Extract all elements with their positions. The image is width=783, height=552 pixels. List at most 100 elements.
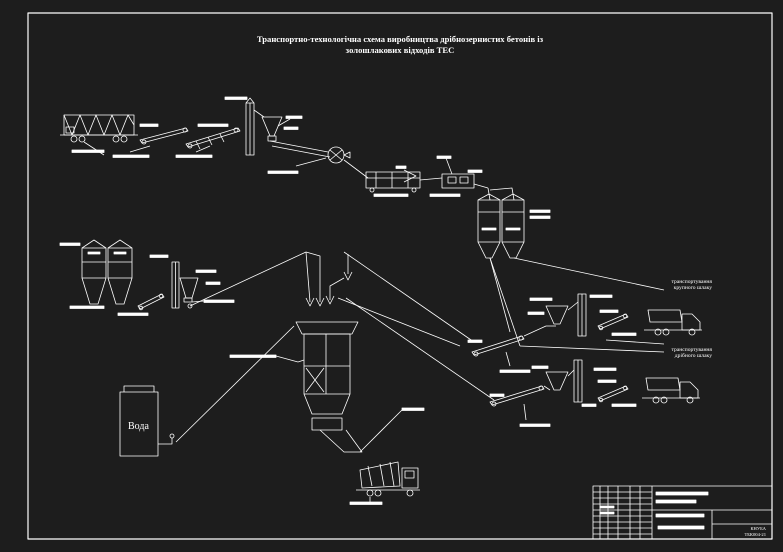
dosing-valve bbox=[187, 303, 193, 309]
conveyor-coarse bbox=[489, 385, 545, 407]
leader-crusher bbox=[295, 157, 327, 167]
line-mixer-feed-4 bbox=[329, 277, 345, 300]
magnetic-separator bbox=[419, 173, 489, 189]
label-conveyor-left bbox=[117, 312, 149, 316]
label-mixer bbox=[229, 354, 277, 358]
label-dosing-left bbox=[203, 299, 235, 303]
line-silo-to-fine-conveyor bbox=[489, 257, 511, 333]
line-to-fine-truck bbox=[519, 345, 665, 353]
line-silo-to-lower bbox=[489, 257, 521, 347]
label-water: Вода bbox=[128, 421, 149, 432]
dump-truck-coarse bbox=[644, 309, 702, 336]
mixer-truck bbox=[356, 461, 420, 497]
cement-silos bbox=[81, 239, 133, 305]
label-elevator-3b bbox=[589, 294, 613, 298]
conveyor-fine bbox=[471, 335, 525, 357]
belt-to-crusher bbox=[269, 140, 329, 153]
line-mixer-feed-1 bbox=[305, 251, 311, 303]
inclined-conveyor-1 bbox=[139, 127, 189, 145]
concrete-mixer bbox=[295, 321, 363, 453]
hopper-2 bbox=[179, 277, 199, 303]
line-water-to-mixer bbox=[175, 325, 295, 443]
label-hopper-1b bbox=[283, 126, 299, 130]
label-elevator-4 bbox=[593, 367, 617, 371]
bucket-elevator-3 bbox=[577, 293, 587, 337]
leader-discharge bbox=[359, 409, 403, 453]
leaders-conveyors bbox=[129, 145, 211, 153]
label-coarse-slag-transport: транспортування крупного шлаку bbox=[671, 279, 712, 291]
silo-tag-2 bbox=[505, 227, 521, 231]
label-hopper-4 bbox=[531, 365, 549, 369]
label-separator-3 bbox=[429, 193, 461, 197]
label-conveyor-coarse bbox=[489, 393, 505, 397]
label-conveyor-fine bbox=[467, 339, 483, 343]
label-hopper-2 bbox=[195, 269, 217, 273]
crusher bbox=[327, 146, 351, 164]
label-conveyor-coarse-2 bbox=[519, 423, 551, 427]
slag-silos bbox=[477, 193, 525, 259]
title-block bbox=[592, 485, 773, 540]
small-conveyor-coarse bbox=[597, 385, 629, 403]
cement-tag-2 bbox=[113, 251, 127, 255]
arrow-feed-4 bbox=[325, 295, 335, 305]
label-screen-top bbox=[395, 165, 407, 169]
line-mixer-to-coarse-slag bbox=[345, 297, 495, 401]
stamp-organization: КНУБА bbox=[750, 526, 766, 531]
small-conveyor-left bbox=[137, 293, 165, 311]
leader-mixer bbox=[297, 359, 305, 363]
line-mixer-feed-2 bbox=[305, 251, 321, 302]
label-elevator-4b bbox=[581, 403, 597, 407]
small-conveyor-fine bbox=[597, 313, 629, 331]
line-mixer-to-fine-slag bbox=[337, 297, 461, 347]
leader-hopper-1 bbox=[277, 118, 291, 127]
label-conveyor-4 bbox=[197, 123, 229, 127]
label-conveyor-fine-2 bbox=[499, 369, 531, 373]
label-small-conveyor-fine-2 bbox=[611, 332, 637, 336]
label-fine-slag-transport: транспортування дрібного шлаку bbox=[671, 347, 712, 359]
label-conveyor-1 bbox=[139, 123, 159, 127]
sheet-frame bbox=[27, 12, 773, 540]
leader-wagon bbox=[83, 141, 105, 156]
hopper-3 bbox=[545, 301, 579, 325]
label-cement-silos-bottom bbox=[69, 305, 105, 309]
label-separator bbox=[436, 155, 452, 159]
feed-to-screen bbox=[343, 159, 369, 179]
drawing-title-line1: Транспортно-технологічна схема виробницт… bbox=[256, 34, 544, 44]
line-silo-to-coarse-truck bbox=[513, 257, 665, 291]
railway-hopper-wagon bbox=[60, 114, 138, 143]
label-silos bbox=[529, 209, 551, 213]
bucket-elevator-1 bbox=[245, 97, 255, 156]
stamp-code: ТБК004-21 bbox=[744, 532, 766, 537]
bucket-elevator-4 bbox=[573, 359, 583, 403]
leader-mixer-2 bbox=[275, 355, 299, 363]
line-to-fine-label bbox=[605, 339, 665, 345]
feed-to-silos bbox=[487, 187, 491, 201]
label-elevator-3 bbox=[529, 297, 553, 301]
inclined-conveyor-2 bbox=[185, 127, 241, 150]
leader-conveyor-coarse bbox=[523, 403, 527, 421]
link-hopper-3 bbox=[523, 325, 556, 337]
leader-conveyor-fine bbox=[505, 351, 511, 367]
feed-to-silos-2 bbox=[489, 187, 515, 201]
leader-dosing-left bbox=[191, 300, 205, 303]
hopper-1 bbox=[253, 109, 283, 142]
label-screen bbox=[373, 193, 409, 197]
hopper-4 bbox=[545, 369, 575, 391]
leader-separator bbox=[445, 157, 453, 175]
label-crusher bbox=[267, 170, 299, 174]
label-mixer-truck bbox=[349, 501, 383, 505]
drawing-title-line2: золошлакових відходів ТЕС bbox=[345, 45, 455, 55]
label-separator-2 bbox=[467, 169, 483, 173]
arrow-feed-2 bbox=[315, 297, 325, 307]
label-discharge bbox=[401, 407, 425, 411]
label-hopper-3 bbox=[527, 311, 545, 315]
label-small-conveyor-fine bbox=[599, 309, 619, 313]
label-cement-silos bbox=[59, 242, 81, 246]
vibrating-screen bbox=[365, 169, 421, 193]
silo-tag-1 bbox=[481, 227, 497, 231]
arrow-feed-3 bbox=[343, 271, 353, 281]
label-elevator-1 bbox=[224, 96, 248, 100]
cement-tag-1 bbox=[87, 251, 101, 255]
label-wagon bbox=[71, 149, 105, 153]
